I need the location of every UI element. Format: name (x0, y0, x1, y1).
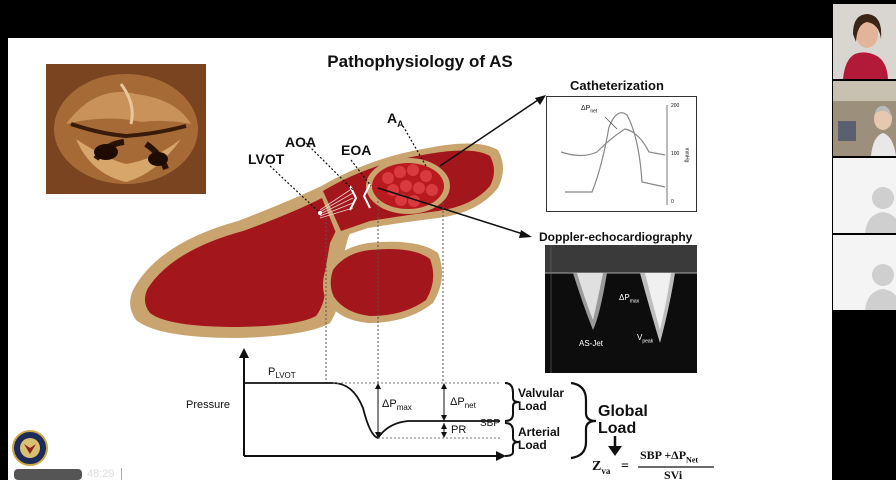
sbp-label: SBP (480, 418, 501, 429)
presentation-slide: Pathophysiology of AS (8, 38, 832, 480)
doppler-panel: ΔPmax AS-Jet Vpeak (545, 245, 697, 373)
doppler-vpeak-label: Vpeak (637, 333, 654, 345)
formula-denominator: SVi (664, 468, 683, 480)
cath-axis-label: mmHg (683, 147, 690, 163)
zva-label: Zva (592, 459, 611, 476)
label-eoa: EOA (341, 142, 372, 158)
slide-title: Pathophysiology of AS (327, 52, 513, 71)
doppler-asjet-label: AS-Jet (579, 339, 604, 348)
dpnet-label: ΔPnet (450, 396, 476, 411)
label-aoa: AOA (285, 134, 317, 150)
dpmax-label: ΔPmax (382, 398, 412, 413)
catheterization-title: Catheterization (570, 78, 664, 93)
equals-sign: = (621, 459, 629, 474)
participant-tile-2[interactable] (833, 81, 896, 156)
catheterization-panel: ΔPnet 200 100 0 mmHg (546, 96, 697, 212)
pr-label: PR (451, 424, 467, 436)
timer-divider (121, 468, 122, 480)
pressure-axis-label: Pressure (186, 399, 231, 411)
cath-tick-top: 200 (671, 103, 680, 109)
cath-dpnet-label: ΔPnet (581, 105, 598, 115)
formula-numerator: SBP +ΔPNet (640, 448, 699, 465)
participant-tile-1[interactable] (833, 4, 896, 79)
cath-tick-mid: 100 (671, 151, 680, 157)
meeting-timer: 48:29 (87, 468, 115, 480)
presenter-name-bar (14, 469, 82, 480)
doppler-dpmax-label: ΔPmax (619, 293, 640, 305)
plvot-label: PLVOT (268, 366, 296, 381)
participant-gallery (833, 0, 896, 480)
cath-tick-bot: 0 (671, 199, 674, 205)
label-aa: AA (387, 110, 404, 129)
valve-photo (46, 64, 206, 194)
doppler-title: Doppler-echocardiography (539, 230, 693, 244)
participant-tile-3[interactable] (833, 158, 896, 233)
va-logo (12, 430, 48, 466)
participant-tile-4[interactable] (833, 235, 896, 310)
label-lvot: LVOT (248, 151, 285, 167)
